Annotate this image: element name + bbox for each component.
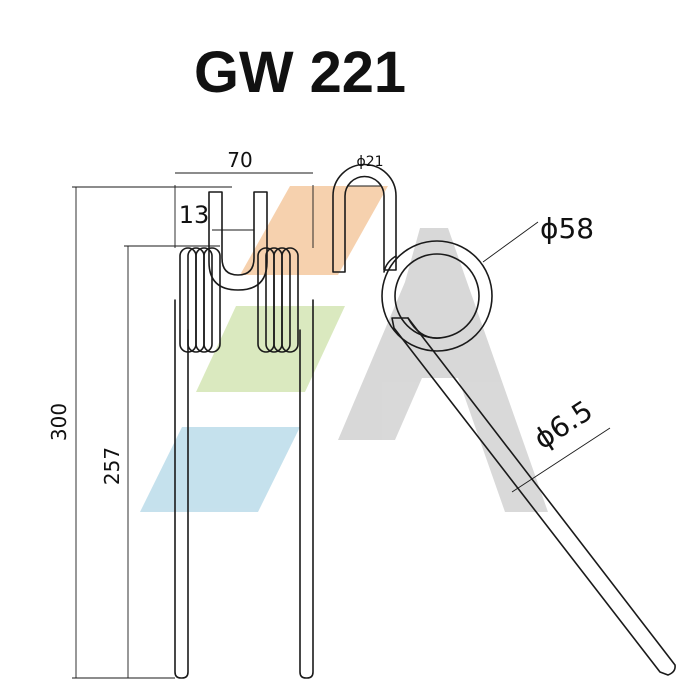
right-tine (299, 299, 314, 679)
coil-outer (381, 240, 493, 352)
dim-hook-diameter: ϕ21 (356, 154, 383, 170)
dim-wire-diameter: ϕ6.5 (528, 394, 599, 456)
u-bridge (208, 191, 268, 291)
dim-coil-diameter: ϕ58 (540, 212, 594, 245)
dim-height-total: 300 (47, 403, 71, 441)
tine-front-view (174, 191, 314, 679)
right-coil-loop-3 (273, 247, 291, 353)
left-coil-loop-3 (195, 247, 213, 353)
wire-leader (511, 427, 611, 493)
watermark-stripe-orange (240, 186, 388, 275)
right-coil-loop-4 (281, 247, 299, 353)
dimension-lines (72, 172, 314, 679)
tine-root (407, 317, 441, 339)
part-number-title: GW 221 (194, 40, 406, 105)
left-tine (174, 299, 189, 679)
dim-slot: 13 (179, 201, 210, 229)
dimension-leaders (348, 185, 611, 493)
dim-width-top: 70 (227, 148, 252, 172)
coil-leader (482, 221, 539, 263)
diagonal-tine (391, 317, 676, 676)
left-coil-loop-4 (203, 247, 221, 353)
watermark-logo (140, 186, 548, 512)
watermark-stripe-blue (140, 427, 300, 512)
hook (332, 163, 397, 273)
watermark-letter-a (338, 228, 548, 512)
coil-joint (383, 255, 397, 273)
watermark-stripe-green (196, 306, 345, 392)
tine-side-view (332, 163, 676, 676)
dim-height-tine: 257 (100, 447, 124, 485)
